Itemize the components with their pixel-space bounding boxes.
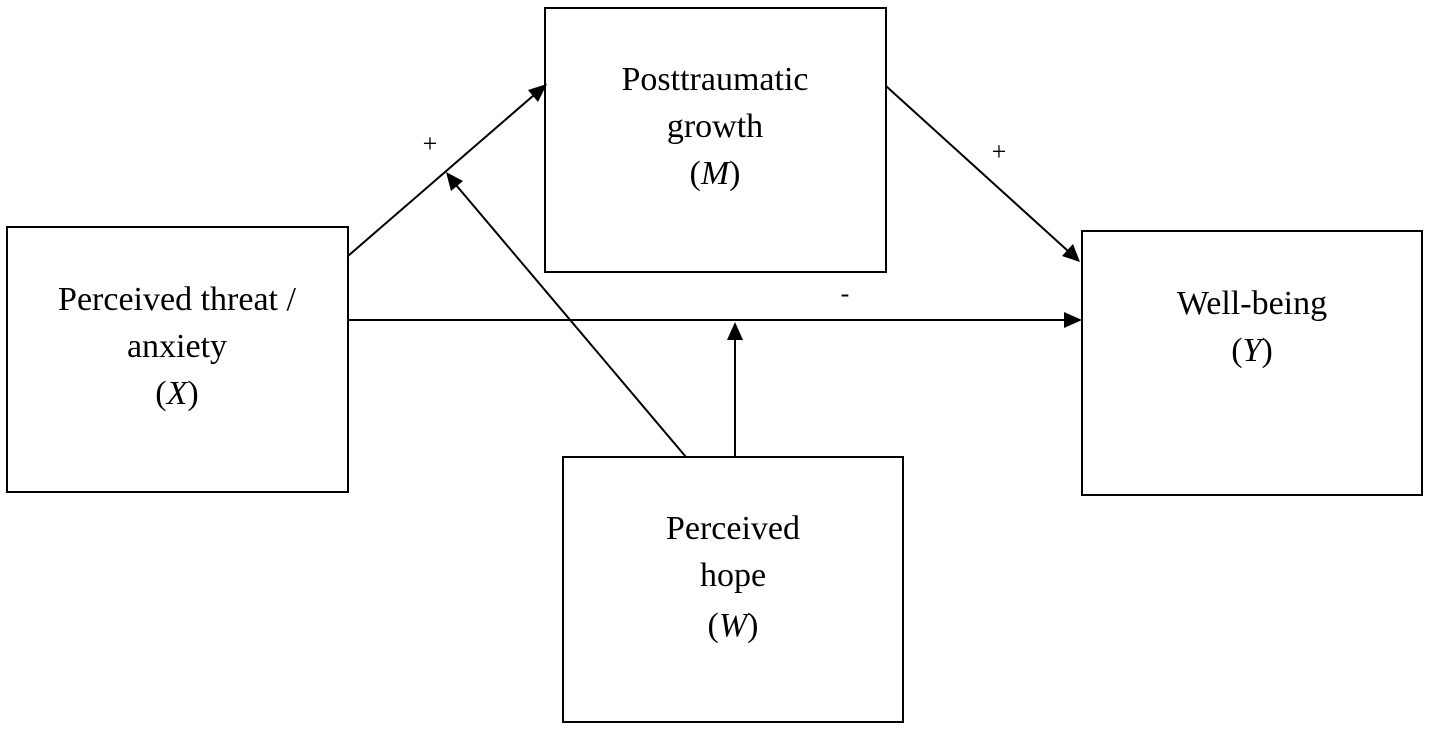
edge-x-to-m: + (347, 84, 547, 257)
node-perceived-hope: Perceived hope (W) (562, 456, 904, 723)
node-well-being: Well-being (Y) (1081, 230, 1423, 496)
node-w-symbol-line: (W) (708, 607, 759, 644)
node-x-line1: Perceived threat / (58, 281, 296, 318)
node-x-symbol-line: (X) (155, 375, 198, 412)
edge-m-to-y-line (885, 85, 1069, 252)
edge-m-to-y: + (885, 85, 1080, 262)
node-perceived-threat: Perceived threat / anxiety (X) (6, 226, 349, 493)
node-m-box (544, 7, 887, 273)
edge-w-moderates-x-to-m (446, 172, 687, 458)
node-x-symbol: X (165, 375, 189, 412)
edge-m-to-y-sign: + (992, 137, 1007, 166)
node-w-box (562, 456, 904, 723)
node-y-box (1081, 230, 1423, 496)
node-m-symbol: M (700, 155, 731, 192)
edge-x-to-y-sign: - (841, 279, 850, 308)
edge-w-moderates-x-to-m-arrowhead (446, 172, 463, 191)
node-y-symbol: Y (1243, 332, 1265, 369)
node-m-line2: growth (667, 108, 763, 145)
edge-w-moderates-x-to-y-arrowhead (727, 322, 743, 340)
node-m-symbol-line: (M) (690, 155, 741, 192)
node-w-symbol: W (719, 607, 750, 644)
edge-m-to-y-arrowhead (1062, 244, 1080, 262)
node-x-line2: anxiety (127, 328, 227, 365)
node-y-line1: Well-being (1177, 285, 1327, 322)
edge-w-moderates-x-to-m-line (455, 184, 687, 458)
edge-x-to-m-line (347, 94, 535, 257)
node-m-line1: Posttraumatic (622, 61, 809, 98)
node-w-line1: Perceived (666, 510, 800, 547)
node-posttraumatic-growth: Posttraumatic growth (M) (544, 7, 887, 273)
node-w-line2: hope (700, 557, 766, 594)
edge-w-moderates-x-to-y (727, 322, 743, 457)
edge-x-to-m-arrowhead (528, 84, 547, 102)
node-x-box (6, 226, 349, 493)
edge-x-to-y: - (348, 279, 1082, 328)
edge-x-to-m-sign: + (423, 129, 438, 158)
node-y-symbol-line: (Y) (1231, 332, 1273, 369)
edge-x-to-y-arrowhead (1064, 312, 1082, 328)
